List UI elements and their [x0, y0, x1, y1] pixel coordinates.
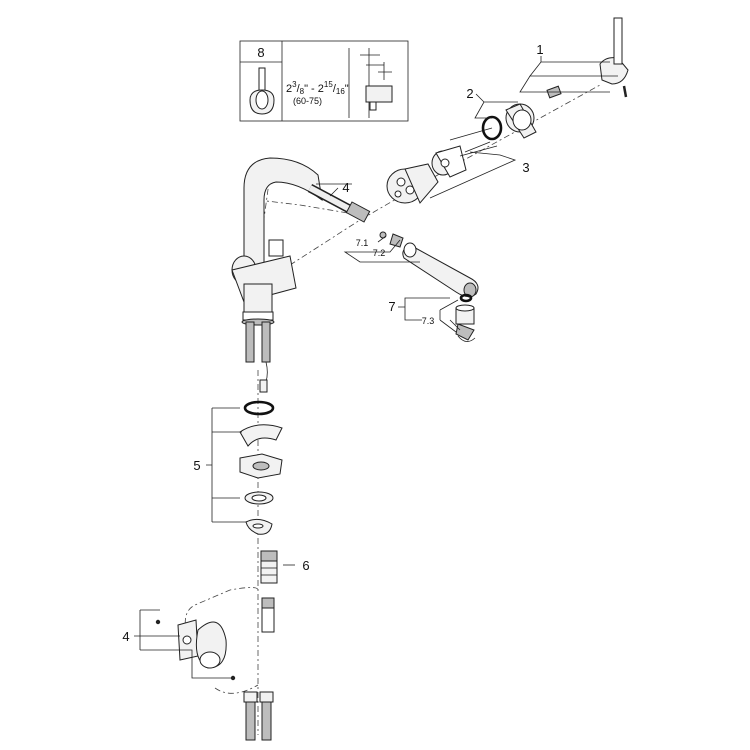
cartridge-assembly	[386, 127, 498, 204]
pull-out-hose	[307, 183, 371, 223]
handle-stub	[268, 239, 284, 257]
feed-pipe-left	[245, 321, 255, 363]
axis-hose-loop-low	[214, 684, 259, 694]
mounting-oring	[243, 400, 275, 416]
callout-3: 3	[522, 160, 529, 175]
inset-tool-number: 8	[257, 45, 264, 60]
sprayhead-check-valve	[389, 233, 404, 248]
leader-4-bottom	[134, 609, 232, 679]
leader-7-sub	[343, 235, 420, 263]
axis-hose-loop	[184, 587, 259, 641]
callout-2: 2	[466, 86, 473, 101]
countertop-sketch-icon	[348, 48, 393, 118]
leader-2	[474, 93, 518, 119]
leader-lines	[134, 56, 618, 679]
leader-5	[206, 407, 246, 523]
hex-key-icon	[249, 67, 275, 115]
callout-labels: 1 2 3 4 7.1 7.2 7 7.3 5 6 4	[122, 42, 543, 644]
leader-7	[398, 297, 461, 331]
lever-handle	[546, 17, 629, 99]
sleeve-and-oring	[481, 103, 537, 141]
inset-frame	[239, 40, 409, 122]
inset-panel: 8 23/8" - 215/16" (60-75)	[239, 40, 409, 122]
supply-lines	[243, 691, 274, 741]
inset-dimension-imperial: 23/8" - 215/16"	[286, 80, 349, 96]
callout-4-top: 4	[342, 180, 349, 195]
leader-3	[429, 151, 517, 199]
callout-4-bottom: 4	[122, 629, 129, 644]
hose-connector	[260, 550, 278, 633]
callout-7-1: 7.1	[356, 238, 369, 248]
feed-pipe-right	[261, 321, 271, 363]
callout-7: 7	[388, 299, 395, 314]
leader-1	[519, 56, 618, 93]
inset-dimension-metric: (60-75)	[293, 96, 322, 106]
faucet-body	[231, 157, 323, 393]
callout-1: 1	[536, 42, 543, 57]
mounting-set	[239, 400, 283, 535]
callout-5: 5	[193, 458, 200, 473]
callout-7-2: 7.2	[373, 248, 386, 258]
leader-4-top	[329, 187, 339, 197]
callout-7-3: 7.3	[422, 316, 435, 326]
sprayhead-assembly	[379, 231, 479, 342]
axis-sprayhead	[257, 199, 361, 216]
callout-6: 6	[302, 558, 309, 573]
